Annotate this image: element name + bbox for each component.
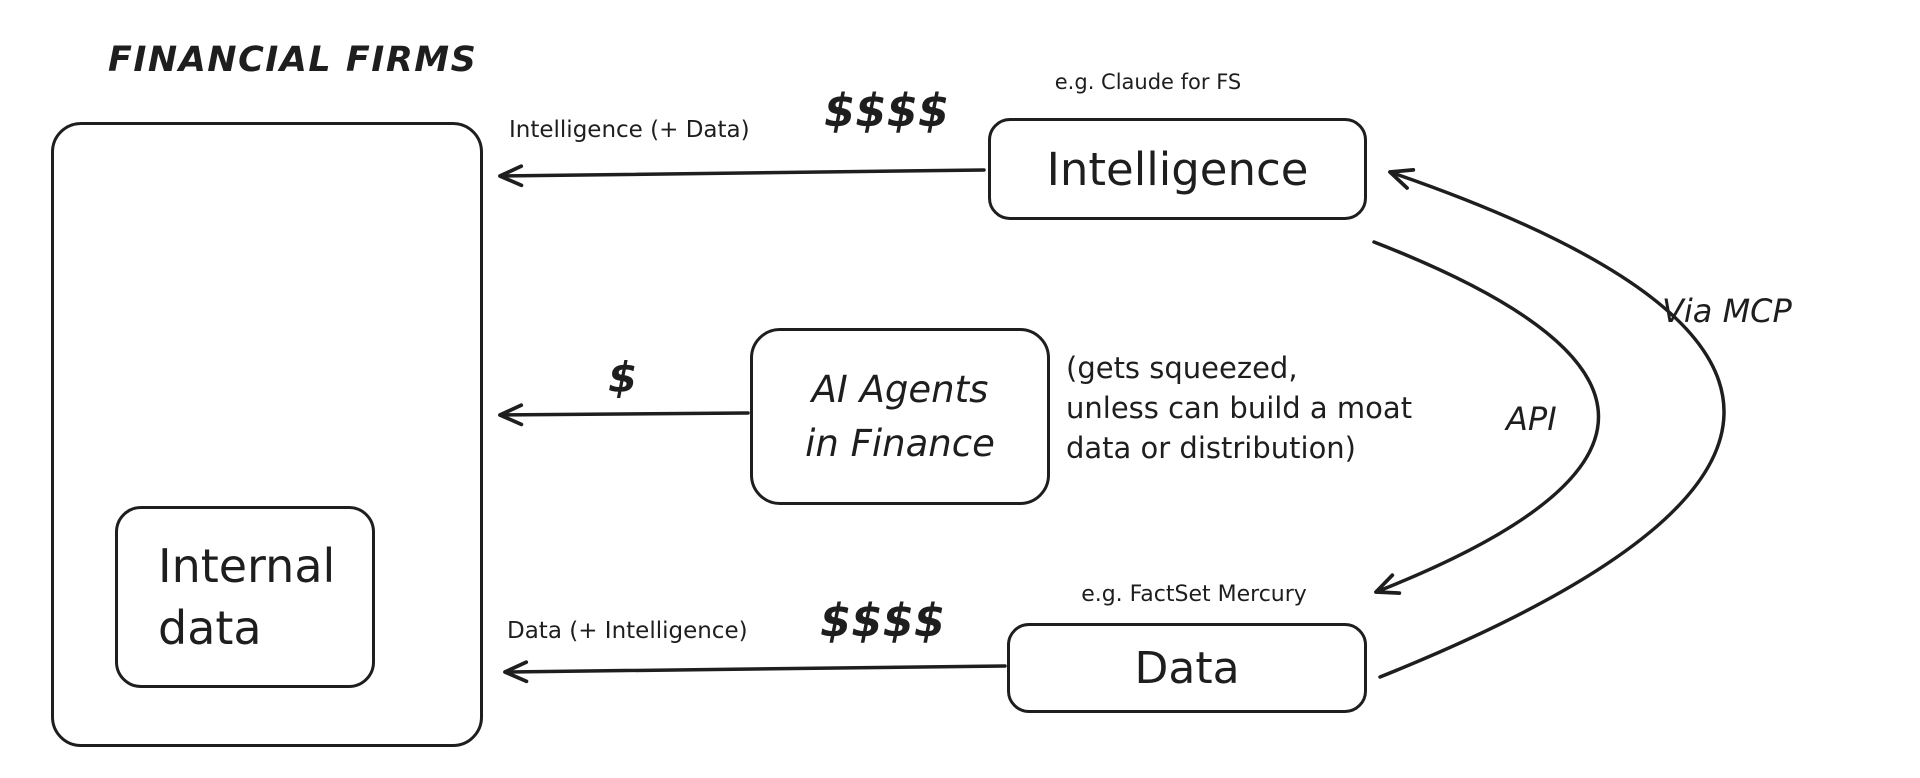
financial-firms-box	[51, 122, 483, 747]
arrow-intelligence-to-firms	[498, 164, 986, 188]
data-vendor-caption: e.g. FactSet Mercury	[1081, 582, 1307, 607]
data-vendor-box: Data	[1007, 623, 1367, 713]
intelligence-caption: e.g. Claude for FS	[1054, 70, 1242, 94]
intelligence-flow-label: Intelligence (+ Data)	[509, 117, 750, 143]
ai-agents-label-line1: AI Agents	[811, 367, 989, 411]
intelligence-label: Intelligence	[1046, 142, 1309, 196]
data-vendor-label: Data	[1134, 642, 1240, 694]
squeeze-note: (gets squeezed, unless can build a moat …	[1066, 348, 1412, 468]
intelligence-box: Intelligence	[988, 118, 1367, 220]
internal-data-label-line1: Internal	[158, 539, 336, 593]
data-flow-label: Data (+ Intelligence)	[507, 618, 748, 644]
arrow-api-intelligence-to-data	[1372, 240, 1601, 595]
internal-data-label-line2: data	[158, 601, 262, 655]
ai-agents-label: AI Agents in Finance	[753, 331, 1047, 502]
internal-data-label: Internal data	[118, 509, 372, 685]
internal-data-box: Internal data	[115, 506, 375, 688]
squeeze-note-line3: data or distribution)	[1066, 431, 1356, 465]
financial-firms-title: FINANCIAL FIRMS	[108, 40, 478, 80]
arrow-data-to-firms	[503, 660, 1007, 684]
intelligence-flow-price: $$$$	[824, 84, 950, 137]
via-mcp-arrow-label: Via MCP	[1662, 292, 1792, 330]
squeeze-note-line1: (gets squeezed,	[1066, 351, 1298, 385]
ai-agents-label-line2: in Finance	[805, 421, 995, 465]
arrow-mcp-data-to-intelligence	[1378, 167, 1726, 679]
ai-agents-box: AI Agents in Finance	[750, 328, 1050, 505]
data-flow-price: $$$$	[820, 594, 946, 647]
api-arrow-label: API	[1506, 400, 1557, 438]
agents-flow-price: $	[608, 353, 638, 402]
squeeze-note-line2: unless can build a moat	[1066, 391, 1413, 425]
arrow-agents-to-firms	[498, 403, 750, 427]
